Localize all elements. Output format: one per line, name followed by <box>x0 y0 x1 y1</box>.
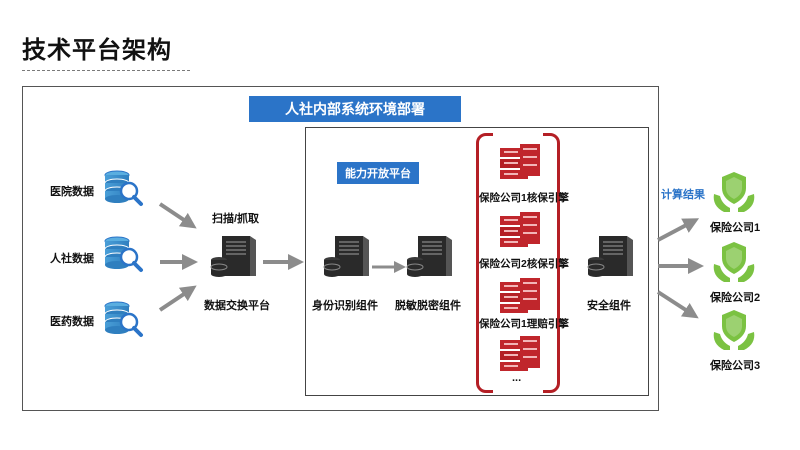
data-source-hospital: 医院数据 <box>50 186 94 198</box>
exchange-server-icon <box>210 235 257 278</box>
title-underline <box>22 70 190 71</box>
result-label: 计算结果 <box>661 189 705 201</box>
environment-banner: 人社内部系统环境部署 <box>249 96 461 122</box>
security-server-icon <box>587 235 634 278</box>
data-source-pharma: 医药数据 <box>50 316 94 328</box>
engine3-label: 保险公司1理赔引擎 <box>479 318 569 330</box>
identity-server-icon <box>323 235 370 278</box>
desensitize-server-icon <box>406 235 453 278</box>
insurer2-shield-icon <box>713 242 755 282</box>
page-title: 技术平台架构 <box>22 37 172 64</box>
security-component-label: 安全组件 <box>587 300 631 312</box>
insurer1-label: 保险公司1 <box>710 222 761 234</box>
engine1-label: 保险公司1核保引擎 <box>479 192 569 204</box>
engine2-label: 保险公司2核保引擎 <box>479 258 569 270</box>
arrow-to-insurer1 <box>657 218 700 242</box>
bracket-bottom-gap <box>493 388 543 394</box>
insurer1-shield-icon <box>713 172 755 212</box>
engine1-rack-icon <box>500 144 540 179</box>
identity-component-label: 身份识别组件 <box>312 300 378 312</box>
bracket-top-gap <box>493 131 543 137</box>
arrow-to-insurer3 <box>656 290 699 319</box>
arrow-hospital-to-exchange <box>158 202 197 229</box>
insurer3-shield-icon <box>713 310 755 350</box>
engine2-rack-icon <box>500 212 540 247</box>
hospital-database-icon <box>103 169 143 206</box>
insurer3-label: 保险公司3 <box>710 360 761 372</box>
scan-label: 扫描/抓取 <box>212 213 260 225</box>
capability-platform-banner: 能力开放平台 <box>337 162 419 184</box>
insurer2-label: 保险公司2 <box>710 292 761 304</box>
hrss-database-icon <box>103 235 143 272</box>
data-source-hrss: 人社数据 <box>50 253 94 265</box>
engine3-rack-icon <box>500 278 540 313</box>
engine-more-rack-icon <box>500 336 540 371</box>
exchange-platform-label: 数据交换平台 <box>204 300 270 312</box>
capability-platform-frame <box>305 127 649 396</box>
pharma-database-icon <box>103 300 143 337</box>
desensitize-component-label: 脱敏脱密组件 <box>395 300 461 312</box>
engine-more-label: ... <box>512 372 522 384</box>
arrow-pharma-to-exchange <box>158 285 197 312</box>
